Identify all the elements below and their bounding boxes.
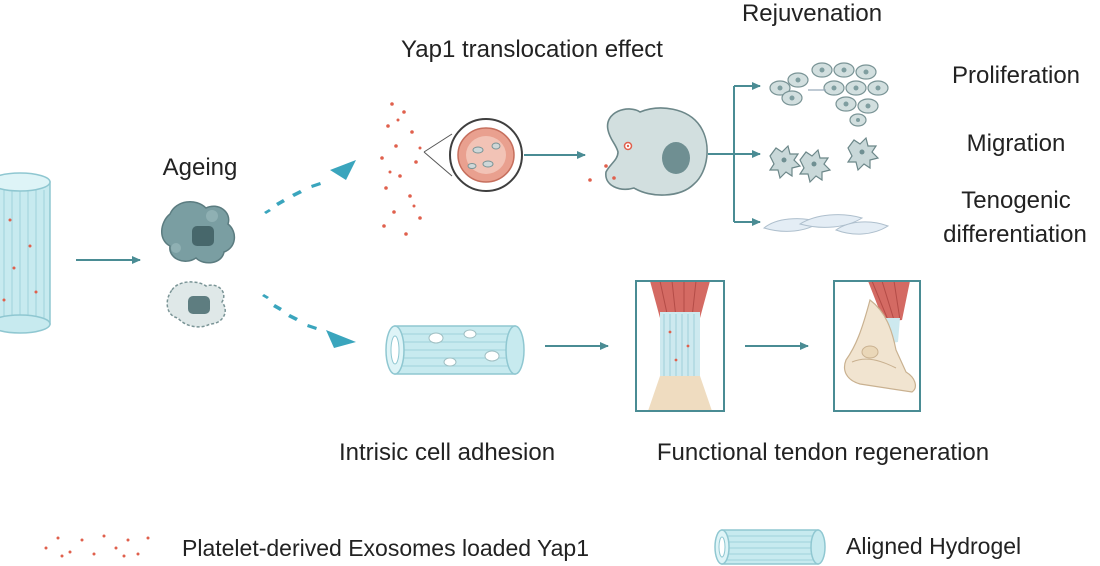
hydrogel-cylinder-left [0,172,51,334]
tendon-repair-panel [635,280,725,412]
ankle-panel [833,280,921,412]
migration-nuclei [781,149,865,167]
adhered-cells [428,329,500,367]
label-tenogenic: Tenogenic [961,187,1071,214]
label-regeneration: Functional tendon regeneration [656,439,990,466]
aged-cell-dark [161,201,236,264]
legend-hydrogel-symbol [714,529,826,565]
label-ageing: Ageing [162,154,238,181]
aged-cell-light [166,281,226,328]
legend-hydrogel-label: Aligned Hydrogel [846,533,1022,559]
label-proliferation: Proliferation [951,62,1081,89]
proliferation-nuclei [777,67,881,122]
label-rejuvenation: Rejuvenation [741,0,883,27]
legend-exosome-symbol [44,534,150,558]
exosome-cluster [380,102,422,236]
receiving-cell [605,107,708,196]
exosome-particles-near-cell [588,164,616,182]
proliferation-cells [769,62,889,127]
legend-exosomes-label: Platelet-derived Exosomes loaded Yap1 [182,535,590,561]
label-adhesion: Intrisic cell adhesion [338,439,556,466]
label-differentiation: differentiation [943,221,1087,248]
dashed-arrow-upper [264,160,356,214]
dashed-arrow-lower [262,294,356,348]
branch-arrows [708,82,761,226]
hydrogel-cylinder-adhesion [385,325,525,375]
magnified-exosome [423,118,523,192]
label-yap1-effect: Yap1 translocation effect [401,36,663,63]
tenogenic-cells [762,214,890,235]
label-migration: Migration [966,130,1066,157]
